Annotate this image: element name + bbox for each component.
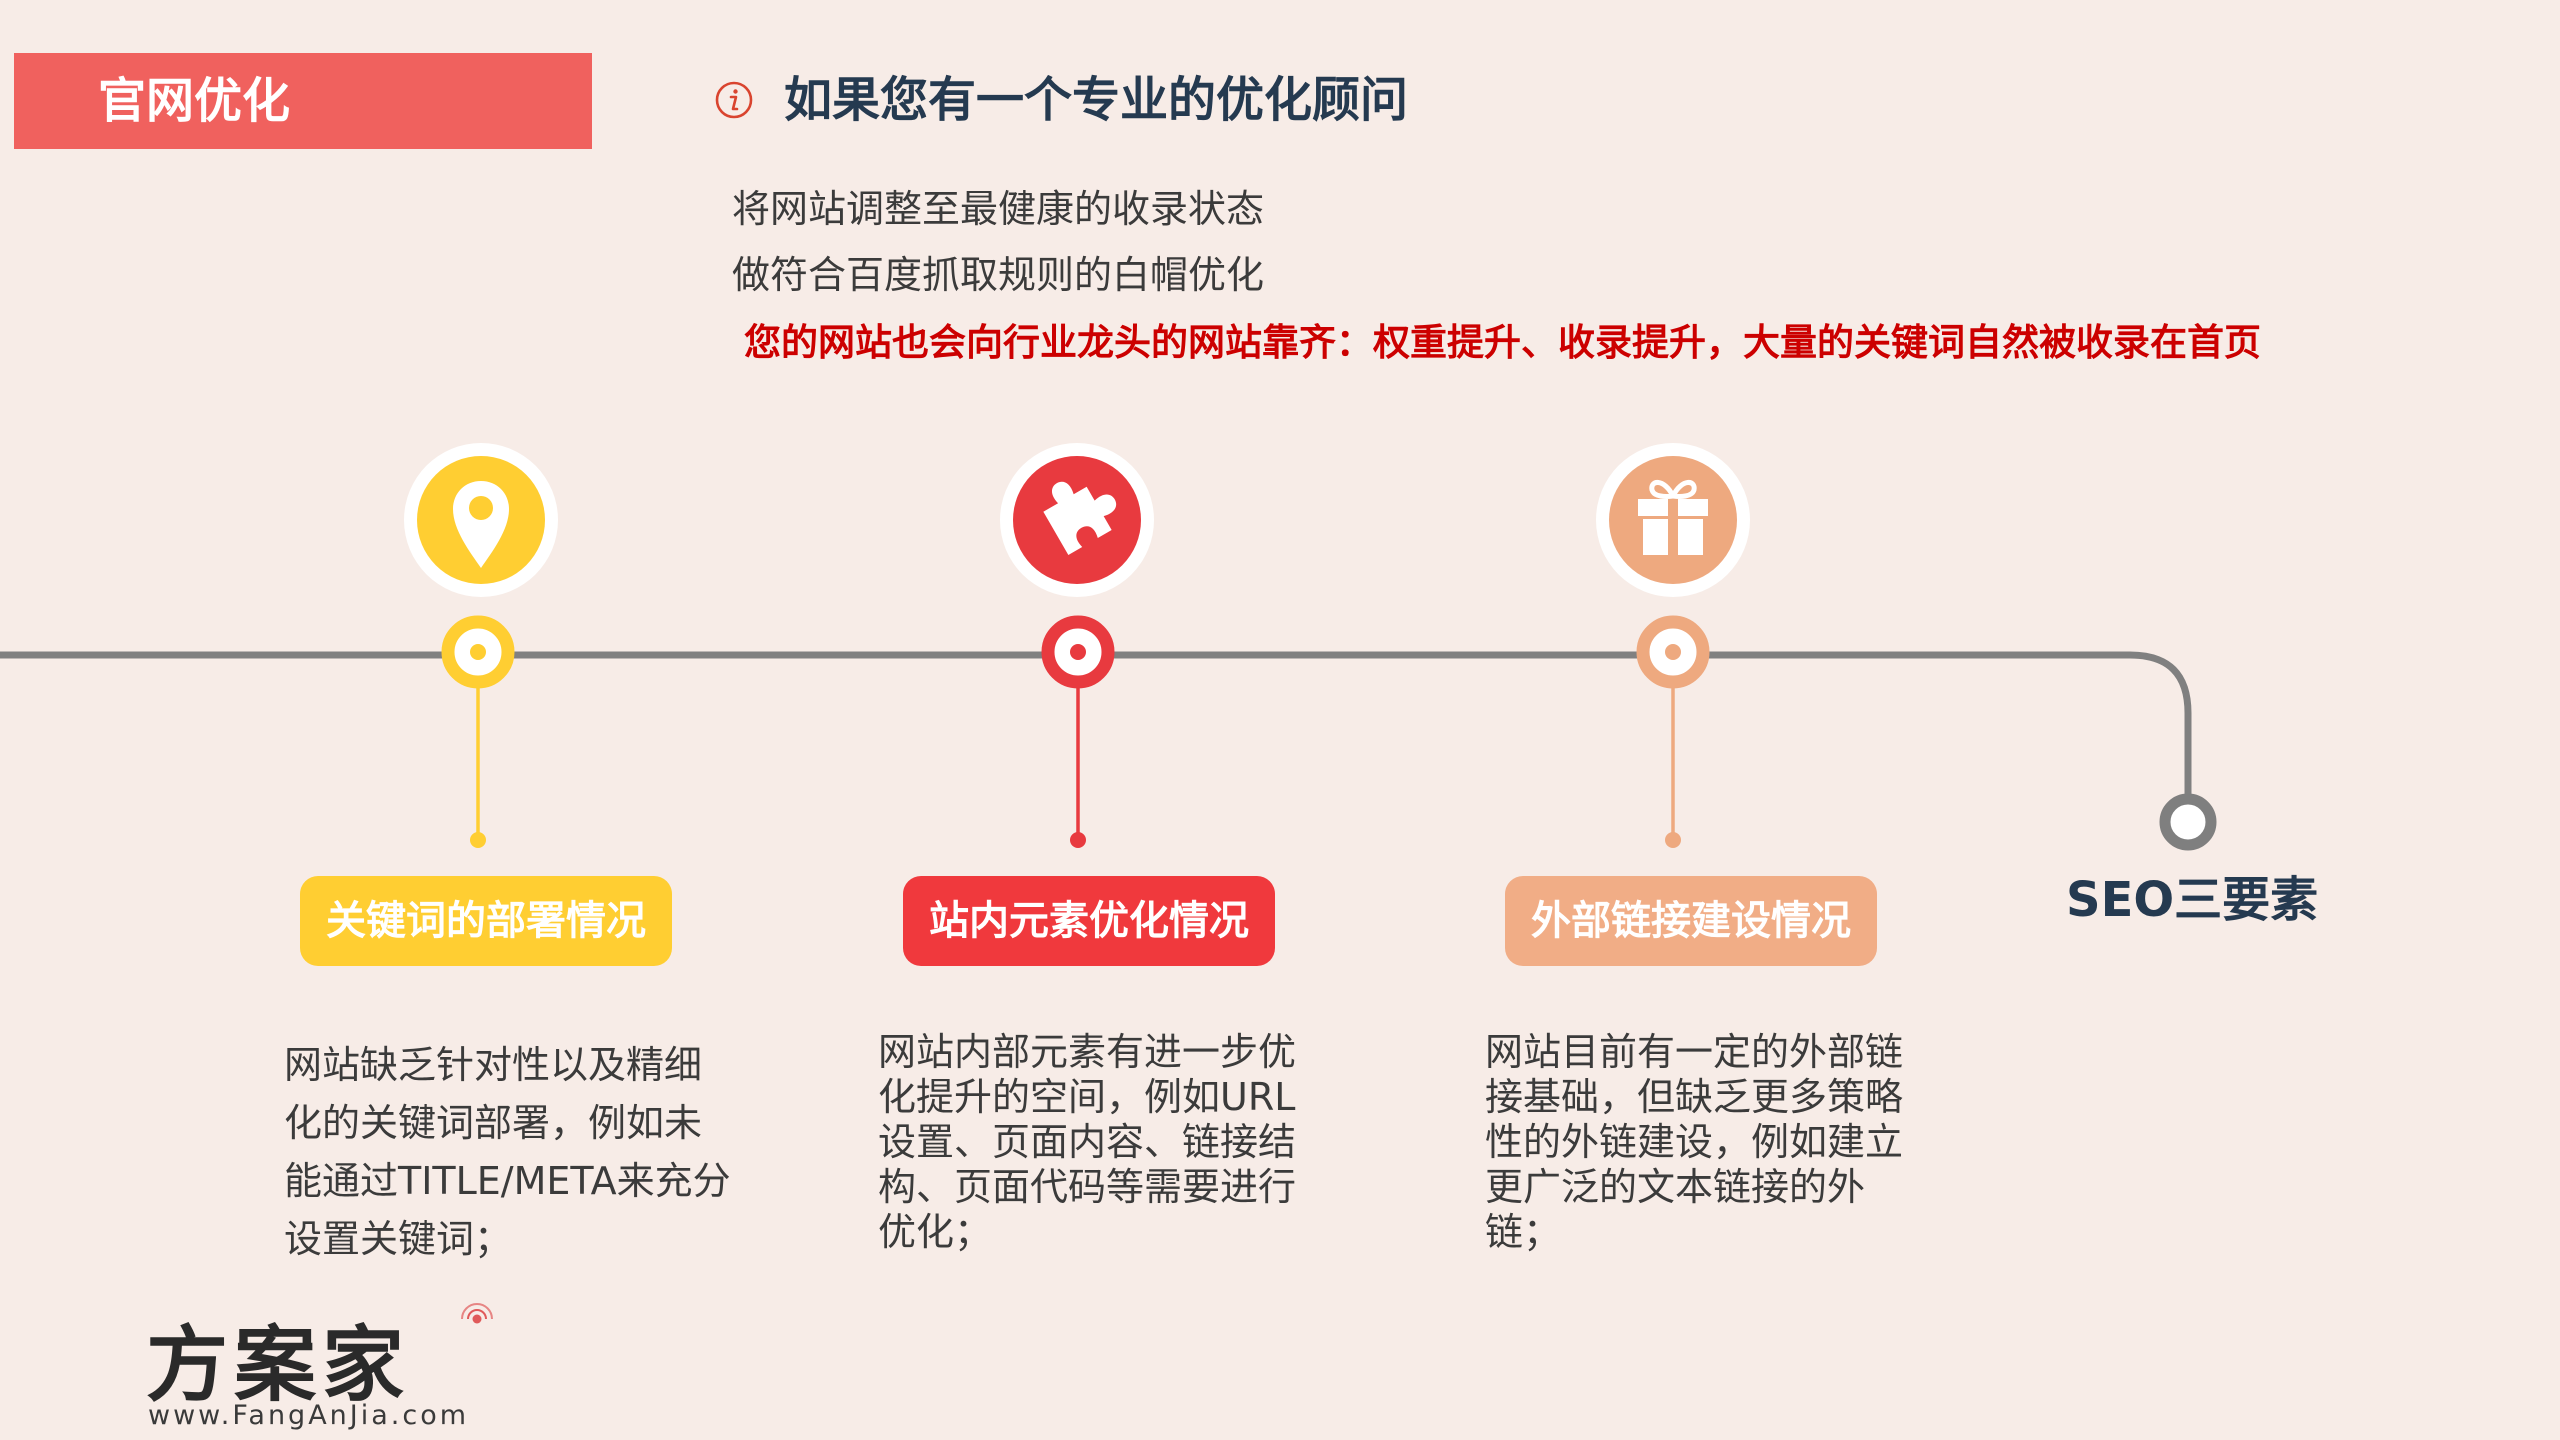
step-2-label: 站内元素优化情况 (903, 876, 1275, 966)
step-1-description: 网站缺乏针对性以及精细化的关键词部署，例如未能通过TITLE/META来充分设置… (284, 1043, 731, 1261)
headline: 如果您有一个专业的优化顾问 (784, 72, 1409, 128)
logo-name: 方案家 (146, 1317, 411, 1413)
section-banner: 官网优化 (14, 53, 592, 149)
gift-icon (1596, 443, 1750, 597)
intro-line-1: 将网站调整至最健康的收录状态 (732, 187, 1265, 231)
step-1-marker (441, 615, 515, 848)
puzzle-icon (1000, 443, 1154, 597)
timeline-end-node (2159, 793, 2217, 851)
step-3-marker (1636, 615, 1710, 848)
location-pin-icon (404, 443, 558, 597)
intro-highlight: 您的网站也会向行业龙头的网站靠齐：权重提升、收录提升，大量的关键词自然被收录在首… (744, 321, 2261, 364)
step-3-label: 外部链接建设情况 (1505, 876, 1877, 966)
info-icon (715, 81, 753, 119)
step-1-label: 关键词的部署情况 (300, 876, 672, 966)
logo-url: www.FangAnJia.com (148, 1400, 470, 1431)
step-2-marker (1041, 615, 1115, 848)
step-3-description: 网站目前有一定的外部链接基础，但缺乏更多策略性的外链建设，例如建立更广泛的文本链… (1485, 1030, 1904, 1254)
step-2-description: 网站内部元素有进一步优化提升的空间，例如URL设置、页面内容、链接结构、页面代码… (878, 1030, 1297, 1254)
brand-logo: 方案家 www.FangAnJia.com (140, 1300, 560, 1440)
timeline-track (0, 651, 2192, 804)
seo-label: SEO三要素 (2066, 872, 2319, 928)
banner-title: 官网优化 (98, 73, 291, 129)
intro-line-2: 做符合百度抓取规则的白帽优化 (732, 253, 1265, 297)
logo-signal-icon (461, 1303, 493, 1324)
